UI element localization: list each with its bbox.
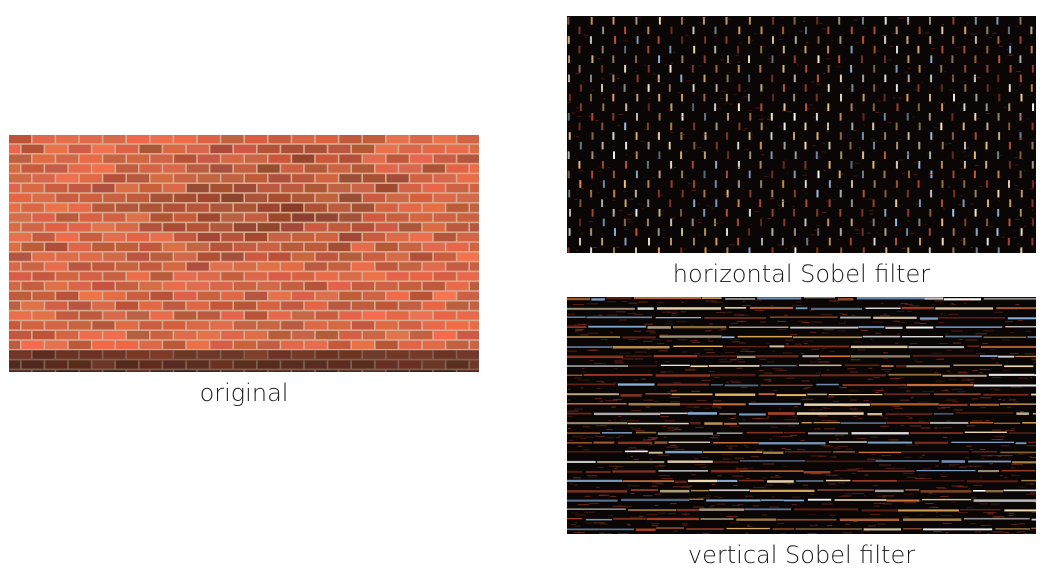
caption-horizontal-sobel: horizontal Sobel filter — [672, 260, 931, 288]
original-brick-image — [9, 135, 479, 372]
vertical-sobel-image — [567, 297, 1036, 534]
caption-original: original — [199, 379, 289, 407]
horizontal-edge-map — [567, 16, 1036, 253]
horizontal-sobel-image — [567, 16, 1036, 253]
caption-vertical-sobel: vertical Sobel filter — [687, 541, 916, 569]
brick-wall-photo — [9, 135, 479, 372]
vertical-edge-map — [567, 297, 1036, 534]
